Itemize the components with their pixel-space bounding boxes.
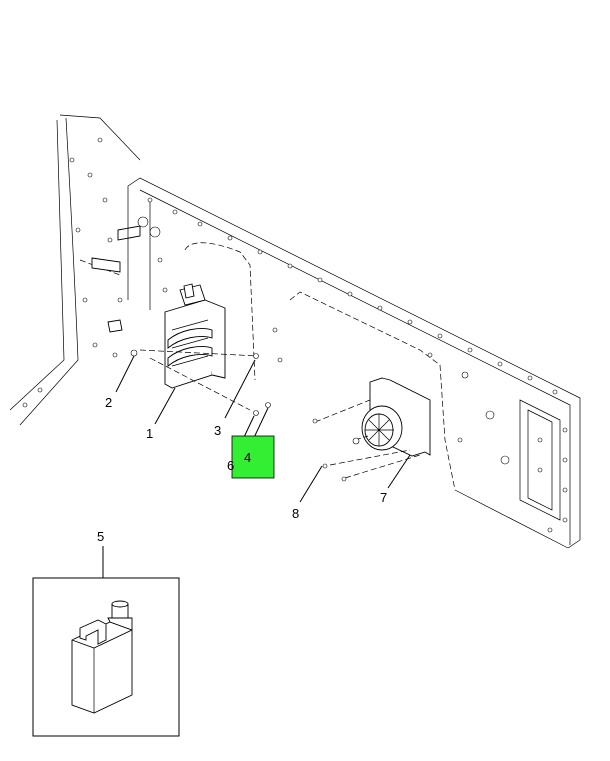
fluid-jug-icon xyxy=(71,600,133,714)
cab-wall xyxy=(9,114,141,426)
highlight-box[interactable] xyxy=(231,435,275,479)
fasteners xyxy=(130,349,271,416)
round-assembly xyxy=(312,377,431,482)
callout-4: 4 xyxy=(244,450,251,465)
callout-5: 5 xyxy=(97,529,104,544)
panel-holes xyxy=(147,197,568,533)
callout-8: 8 xyxy=(292,506,299,521)
bracket-assembly xyxy=(139,283,259,411)
callout-2: 2 xyxy=(105,395,112,410)
callout-3: 3 xyxy=(214,423,221,438)
wall-holes xyxy=(22,137,123,408)
callout-1: 1 xyxy=(146,426,153,441)
callout-7: 7 xyxy=(380,490,387,505)
back-panel xyxy=(127,177,581,549)
callout-6: 6 xyxy=(227,458,234,473)
inset-box xyxy=(32,577,180,737)
